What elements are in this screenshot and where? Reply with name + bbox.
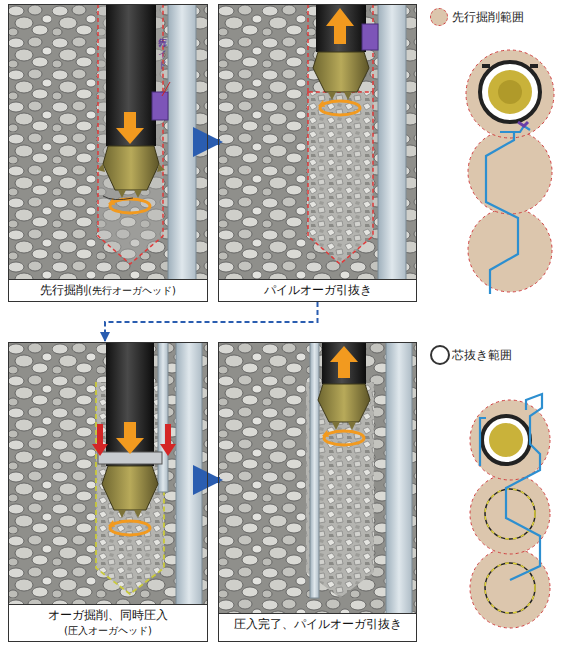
- caption-text: パイルオーガ引抜き: [264, 283, 372, 297]
- panel-caption: 先行掘削(先行オーガヘッド): [9, 279, 207, 301]
- process-panel: 圧入完了、パイルオーガ引抜き: [218, 342, 417, 642]
- legend-text: 先行掘削範囲: [452, 9, 524, 26]
- part-label: 先行ガイド: [156, 30, 169, 65]
- caption-text: 圧入完了、パイルオーガ引抜き: [234, 617, 402, 631]
- process-panel: オーガ掘削、同時圧入(圧入オーガヘッド): [8, 342, 208, 642]
- process-panel: パイルオーガ引抜き: [218, 4, 417, 302]
- legend-text: 芯抜き範囲: [452, 347, 512, 364]
- legend-swatch: [430, 8, 448, 26]
- caption-subtext: (先行オーガヘッド): [88, 285, 176, 296]
- panel-caption: オーガ掘削、同時圧入(圧入オーガヘッド): [9, 604, 207, 641]
- process-panel: 先行掘削(先行オーガヘッド): [8, 4, 208, 302]
- panel-caption: パイルオーガ引抜き: [219, 279, 416, 301]
- caption-subtext: (圧入オーガヘッド): [11, 623, 205, 638]
- panel-caption: 圧入完了、パイルオーガ引抜き: [219, 613, 416, 641]
- caption-text: オーガ掘削、同時圧入: [48, 608, 168, 622]
- flow-arrow: [105, 302, 318, 341]
- caption-text: 先行掘削: [40, 283, 88, 297]
